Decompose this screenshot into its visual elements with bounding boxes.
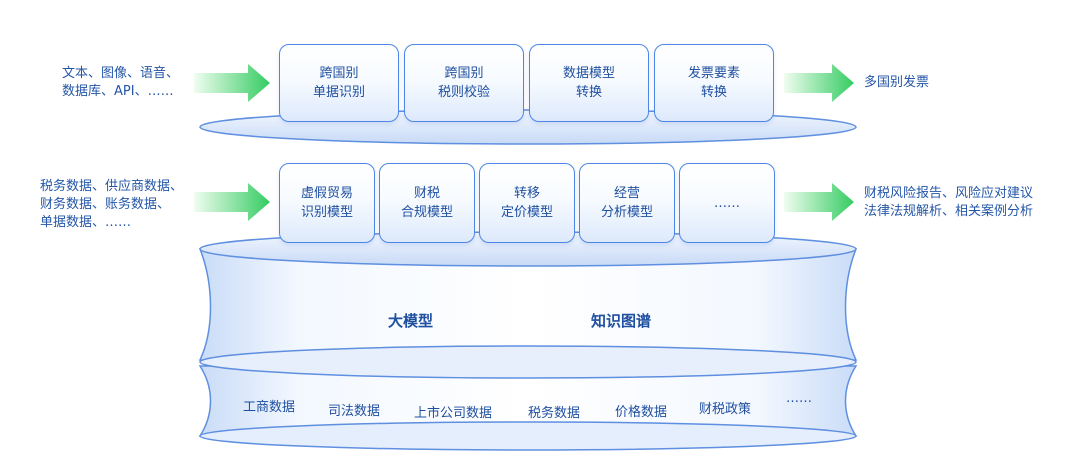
card-tax-compliance-model[interactable]: 财税 合规模型 [379,163,475,243]
source-tax-data: 税务数据 [528,406,581,421]
card-cross-country-tax-rule-check[interactable]: 跨国别 税则校验 [404,44,524,122]
source-price-data: 价格数据 [615,405,668,420]
card-business-analysis-model[interactable]: 经营 分析模型 [579,163,675,243]
arrow-in-row2 [194,183,270,221]
core-platform-bottom [199,345,857,379]
card-transfer-pricing-model[interactable]: 转移 定价模型 [479,163,575,243]
row2-input-text: 税务数据、供应商数据、 财务数据、账务数据、 单据数据、…… [40,179,184,230]
row1-output-text: 多国别发票 [864,75,930,90]
source-more: …… [786,391,812,406]
card-false-trade-model[interactable]: 虚假贸易 识别模型 [279,163,375,243]
row2-output-text: 财税风险报告、风险应对建议 法律法规解析、相关案例分析 [864,186,1034,219]
arrow-in-row1 [194,64,270,102]
card-data-model-conversion[interactable]: 数据模型 转换 [529,44,649,122]
core-cylinder-body [198,248,858,361]
card-cross-country-document-recognition[interactable]: 跨国别 单据识别 [279,44,399,122]
source-business-data: 工商数据 [243,400,296,415]
arrow-out-row2 [784,183,854,221]
core-large-model-label: 大模型 [388,312,434,330]
card-invoice-element-conversion[interactable]: 发票要素 转换 [654,44,774,122]
arrow-out-row1 [784,64,854,102]
card-more-models[interactable]: …… [679,163,775,243]
source-listed-company-data: 上市公司数据 [414,406,493,421]
row1-input-text: 文本、图像、语音、 数据库、API、…… [62,66,180,99]
source-fiscal-policy: 财税政策 [699,402,752,417]
source-judicial-data: 司法数据 [328,404,381,419]
core-knowledge-graph-label: 知识图谱 [591,312,652,330]
source-band-bottom [199,421,857,451]
